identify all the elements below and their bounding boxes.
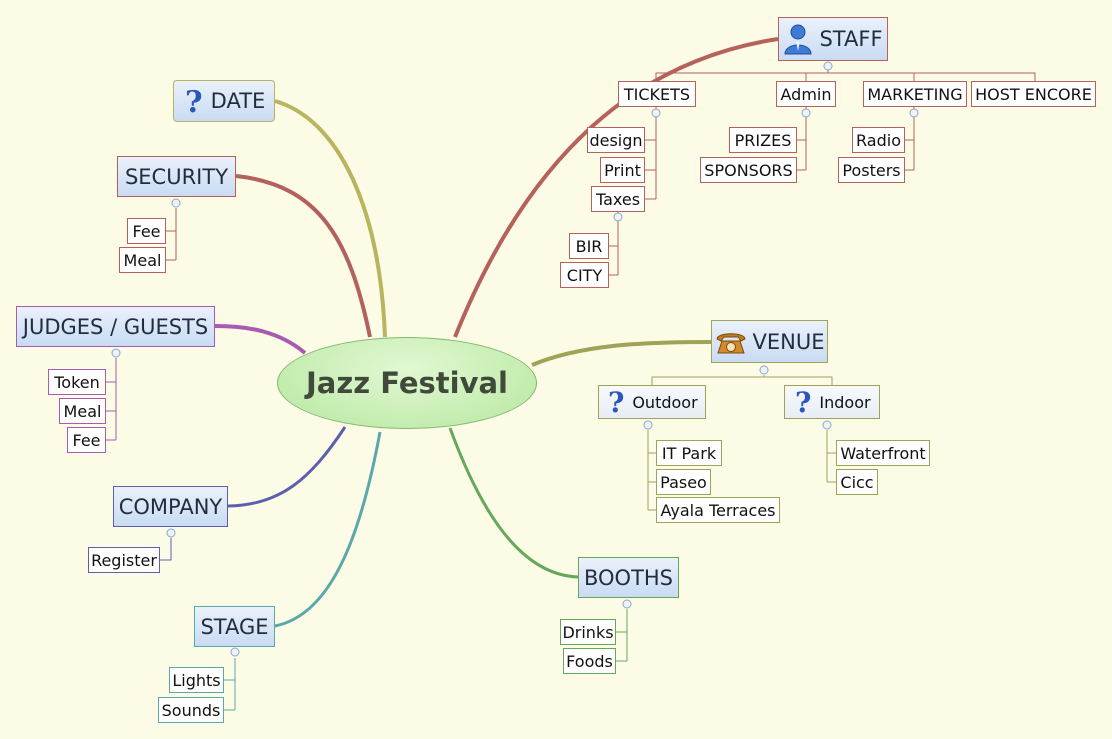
- indoor-cicc[interactable]: Cicc: [836, 469, 878, 495]
- taxes-city[interactable]: CITY: [560, 262, 609, 288]
- admin-sponsors-label: SPONSORS: [704, 160, 793, 180]
- tickets-print[interactable]: Print: [600, 157, 645, 183]
- branch-company: [227, 426, 347, 508]
- judges-fee[interactable]: Fee: [67, 427, 106, 453]
- taxes-bir[interactable]: BIR: [569, 233, 609, 259]
- central-topic-label: Jazz Festival: [306, 366, 508, 400]
- company-register-label: Register: [91, 550, 157, 570]
- topic-security-label: SECURITY: [124, 164, 229, 189]
- branch-venue: [531, 340, 712, 367]
- topic-date[interactable]: ? DATE: [173, 80, 275, 122]
- branch-staff: [453, 37, 779, 338]
- topic-booths[interactable]: BOOTHS: [578, 557, 679, 598]
- booths-foods[interactable]: Foods: [563, 648, 616, 674]
- svg-text:?: ?: [795, 388, 811, 416]
- tickets-design[interactable]: design: [587, 127, 645, 153]
- branch-booths: [448, 427, 579, 579]
- topic-booths-label: BOOTHS: [583, 565, 674, 590]
- indoor-waterfront[interactable]: Waterfront: [836, 440, 930, 466]
- topic-venue-label: VENUE: [752, 329, 825, 354]
- security-meal[interactable]: Meal: [119, 247, 166, 273]
- question-icon: ?: [793, 386, 813, 419]
- person-icon: [783, 23, 813, 55]
- staff-admin[interactable]: Admin: [776, 81, 836, 107]
- admin-prizes[interactable]: PRIZES: [729, 127, 797, 153]
- central-topic[interactable]: Jazz Festival: [277, 337, 537, 429]
- judges-meal[interactable]: Meal: [59, 398, 106, 424]
- stage-lights-label: Lights: [172, 670, 221, 690]
- judges-fee-label: Fee: [72, 430, 101, 450]
- svg-text:?: ?: [185, 86, 203, 116]
- security-meal-label: Meal: [123, 250, 162, 270]
- topic-staff[interactable]: STAFF: [778, 17, 888, 61]
- judges-meal-label: Meal: [63, 401, 102, 421]
- taxes-city-label: CITY: [566, 265, 603, 285]
- outdoor-paseo-label: Paseo: [660, 472, 707, 492]
- outdoor-it-park-label: IT Park: [661, 443, 717, 463]
- taxes-bir-label: BIR: [575, 236, 603, 256]
- admin-prizes-label: PRIZES: [734, 130, 792, 150]
- staff-marketing-label: MARKETING: [867, 84, 963, 104]
- outdoor-paseo[interactable]: Paseo: [656, 469, 711, 495]
- tickets-design-label: design: [589, 130, 643, 150]
- booths-foods-label: Foods: [566, 651, 613, 671]
- tickets-print-label: Print: [604, 160, 641, 180]
- venue-outdoor-label: Outdoor: [632, 392, 698, 412]
- marketing-radio[interactable]: Radio: [852, 127, 905, 153]
- admin-sponsors[interactable]: SPONSORS: [700, 157, 797, 183]
- topic-date-label: DATE: [210, 89, 266, 113]
- stage-lights[interactable]: Lights: [169, 667, 224, 693]
- booths-drinks[interactable]: Drinks: [560, 619, 616, 645]
- svg-text:?: ?: [608, 388, 624, 416]
- topic-stage-label: STAGE: [200, 614, 269, 639]
- indoor-cicc-label: Cicc: [840, 472, 874, 492]
- staff-admin-label: Admin: [780, 84, 832, 104]
- outdoor-ayala-terraces[interactable]: Ayala Terraces: [656, 497, 780, 523]
- security-fee[interactable]: Fee: [127, 218, 166, 244]
- judges-token-label: Token: [54, 372, 100, 392]
- topic-company[interactable]: COMPANY: [113, 486, 228, 527]
- topic-judges-label: JUDGES / GUESTS: [22, 314, 209, 339]
- marketing-posters-label: Posters: [842, 160, 901, 180]
- marketing-posters[interactable]: Posters: [838, 157, 905, 183]
- branch-stage: [274, 431, 382, 628]
- staff-marketing[interactable]: MARKETING: [863, 81, 967, 107]
- staff-host-label: HOST ENCORE: [975, 84, 1092, 104]
- marketing-radio-label: Radio: [856, 130, 901, 150]
- security-fee-label: Fee: [132, 221, 161, 241]
- question-icon: ?: [606, 386, 626, 419]
- indoor-waterfront-label: Waterfront: [840, 443, 926, 463]
- venue-indoor[interactable]: ? Indoor: [784, 385, 880, 419]
- topic-stage[interactable]: STAGE: [194, 606, 275, 647]
- branch-judges: [214, 324, 307, 355]
- stage-sounds-label: Sounds: [161, 700, 221, 720]
- tickets-taxes[interactable]: Taxes: [591, 186, 645, 212]
- booths-drinks-label: Drinks: [562, 622, 614, 642]
- branch-security: [235, 174, 372, 338]
- staff-tickets[interactable]: TICKETS: [618, 81, 696, 107]
- topic-venue[interactable]: VENUE: [711, 320, 828, 363]
- tickets-taxes-label: Taxes: [595, 189, 641, 209]
- topic-staff-label: STAFF: [819, 27, 883, 51]
- topic-security[interactable]: SECURITY: [117, 156, 236, 197]
- branch-date: [274, 99, 387, 338]
- staff-tickets-label: TICKETS: [623, 84, 691, 104]
- telephone-icon: [715, 329, 747, 355]
- outdoor-it-park[interactable]: IT Park: [656, 440, 722, 466]
- question-icon: ?: [183, 85, 205, 120]
- judges-token[interactable]: Token: [48, 369, 106, 395]
- topic-company-label: COMPANY: [118, 494, 223, 519]
- company-register[interactable]: Register: [88, 547, 160, 573]
- venue-outdoor[interactable]: ? Outdoor: [598, 385, 706, 419]
- staff-host-encore[interactable]: HOST ENCORE: [971, 81, 1096, 107]
- venue-indoor-label: Indoor: [819, 392, 871, 412]
- topic-judges-guests[interactable]: JUDGES / GUESTS: [16, 306, 215, 347]
- outdoor-ayala-label: Ayala Terraces: [660, 500, 776, 520]
- stage-sounds[interactable]: Sounds: [158, 697, 224, 723]
